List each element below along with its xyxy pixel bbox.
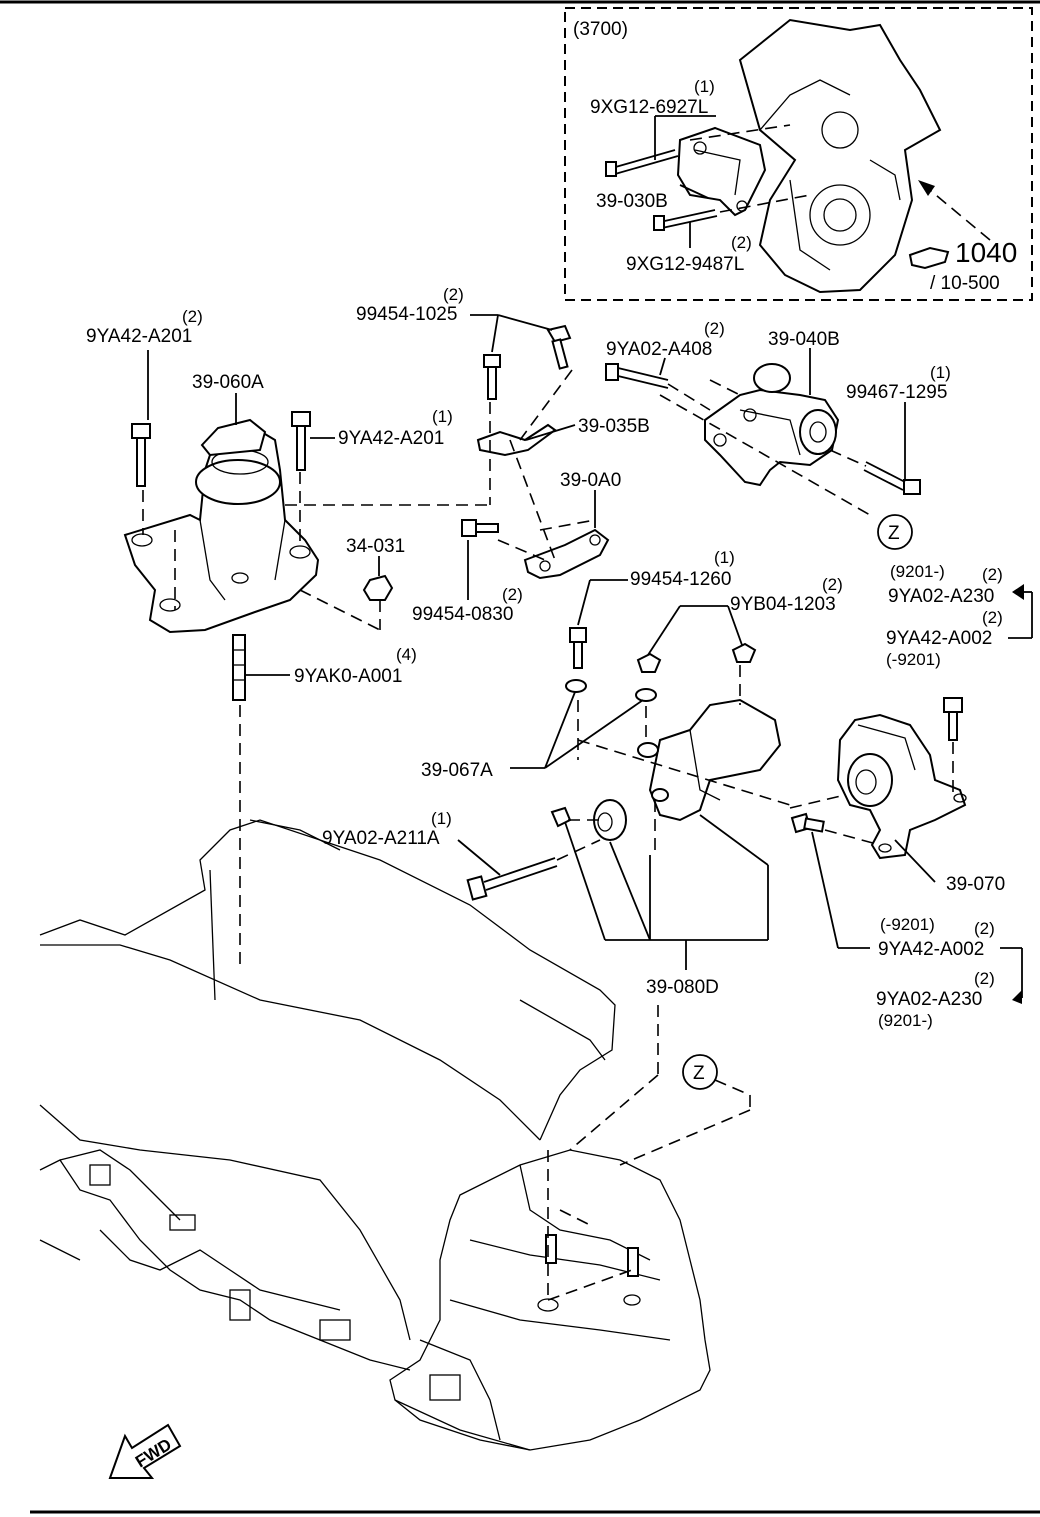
inset-bolt-lower-label: 9XG12-9487L [626,254,744,275]
label-9YA02-A230-b-qty: (2) [974,969,995,988]
label-9YA02-A211A-qty: (1) [431,809,452,828]
label-9YA42-A002-a: 9YA42-A002 [886,628,992,649]
label-9YA02-A230-b: 9YA02-A230 [876,989,982,1010]
transmission-drawing [389,1149,711,1451]
mount-39-040B-drawing [704,363,840,487]
label-date-b-top: (-9201) [880,915,935,934]
label-9YA42-A201-b: 9YA42-A201 [338,428,444,449]
label-99454-0830: 99454-0830 [412,604,513,625]
label-9YA42-A201-a: 9YA42-A201 [86,326,192,347]
reference-z-lower-circle [682,1054,718,1090]
label-39-070: 39-070 [946,874,1005,895]
label-39-080D: 39-080D [646,977,719,998]
engine-block-drawing [39,819,616,1371]
timing-cover-drawing [738,18,942,294]
label-9YA42-A002-b-qty: (2) [974,919,995,938]
label-9YA42-A201-a-qty: (2) [182,307,203,326]
label-9YA02-A408: 9YA02-A408 [606,339,712,360]
label-date-a-top: (9201-) [890,562,945,581]
label-9YA02-A230-a: 9YA02-A230 [888,586,994,607]
label-9YA42-A002-b: 9YA42-A002 [878,939,984,960]
fwd-arrow-icon: FWD [108,1423,182,1479]
label-99467-1295: 99467-1295 [846,382,947,403]
label-9YB04-1203: 9YB04-1203 [730,594,836,615]
inset-bolts [605,124,811,231]
reference-z-upper: Z [888,523,900,544]
bracket-39-030B-drawing [676,126,767,217]
label-39-067A: 39-067A [421,760,493,781]
label-9YAK0-A001-qty: (4) [396,645,417,664]
label-99467-1295-qty: (1) [930,363,951,382]
label-39-035B: 39-035B [578,416,650,437]
label-39-040B: 39-040B [768,329,840,350]
label-99454-1025: 99454-1025 [356,304,457,325]
reference-z-lower: Z [693,1063,705,1084]
label-9YA42-A201-b-qty: (1) [432,407,453,426]
inset-section-label: (3700) [573,19,628,40]
bracket-39-080D-drawing [466,627,791,901]
inset-bolt-upper-qty: (1) [694,77,715,96]
label-9YA42-A002-a-qty: (2) [982,608,1003,627]
reference-z-upper-circle [877,514,913,550]
label-date-a-bottom: (-9201) [886,650,941,669]
label-39-0A0: 39-0A0 [560,470,621,491]
inset-panel: (3700) [564,7,1033,301]
label-99454-1025-qty: (2) [443,285,464,304]
label-99454-1260-qty: (1) [714,548,735,567]
left-mount-bolts [131,411,394,970]
label-99454-1260: 99454-1260 [630,569,731,590]
label-9YB04-1203-qty: (2) [822,575,843,594]
label-39-060A: 39-060A [192,372,264,393]
inset-bolt-upper-label: 9XG12-6927L [590,97,708,118]
label-date-b-bottom: (9201-) [878,1011,933,1030]
engine-mount-39-060A-drawing [123,418,320,634]
label-9YAK0-A001: 9YAK0-A001 [294,666,402,687]
hand-pointer-icon [908,246,950,270]
mount-39-070-drawing [789,697,967,860]
inset-ref-page: / 10-500 [930,273,1000,294]
bracket-39-035B-drawing [285,324,573,506]
inset-bracket-label: 39-030B [596,191,668,212]
label-9YA02-A230-a-qty: (2) [982,565,1003,584]
inset-ref-number: 1040 [955,237,1017,268]
label-9YA02-A211A: 9YA02-A211A [322,828,440,849]
label-9YA02-A408-qty: (2) [704,319,725,338]
label-99454-0830-qty: (2) [502,585,523,604]
mount-39-040B-bolts [605,363,921,516]
label-34-031: 34-031 [346,536,405,557]
inset-bolt-lower-qty: (2) [731,233,752,252]
bracket-39-0A0-drawing [461,439,610,580]
